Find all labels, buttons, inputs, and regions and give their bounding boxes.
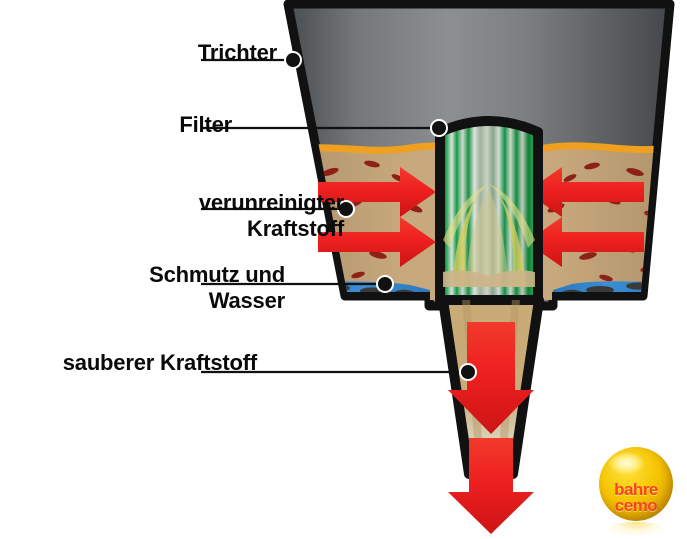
filter-cartridge	[435, 116, 543, 305]
leader-dots	[284, 51, 477, 381]
leader-lines	[201, 58, 467, 374]
label-schmutz-und-wasser: Schmutz und Wasser	[149, 262, 285, 313]
logo-text-cemo: cemo	[614, 496, 658, 515]
label-sauberer-kraftstoff: sauberer Kraftstoff	[62, 350, 257, 375]
flow-arrow-left-lower	[318, 217, 436, 267]
clean-fuel-arrow-upper	[448, 322, 534, 434]
logo-text-bahre: bahre	[614, 480, 658, 499]
flow-arrow-right-upper	[526, 167, 644, 217]
logo-reflection	[608, 522, 664, 535]
flow-arrow-left-upper	[318, 167, 436, 217]
clean-fuel-arrow-lower	[448, 438, 534, 534]
label-trichter: Trichter	[197, 40, 277, 65]
label-filter: Filter	[179, 112, 232, 137]
bahre-cemo-logo: bahre cemo	[599, 447, 679, 535]
logo-sphere-icon	[599, 447, 673, 521]
label-verunreinigter-kraftstoff: verunreinigter Kraftstoff	[198, 190, 344, 241]
flow-arrow-right-lower	[526, 217, 644, 267]
